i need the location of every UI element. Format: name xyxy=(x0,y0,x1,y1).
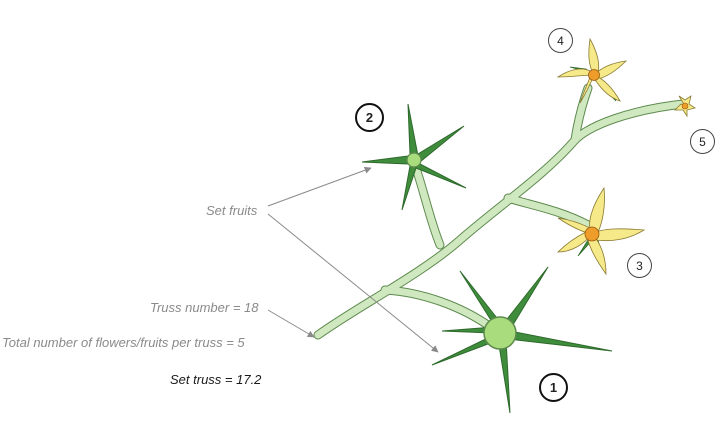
label-set-truss: Set truss = 17.2 xyxy=(170,372,262,387)
fruit-body-2 xyxy=(406,152,422,168)
set-fruit-2 xyxy=(361,103,467,211)
flower-bud-5 xyxy=(674,95,696,118)
flower-4 xyxy=(556,37,628,104)
marker-5: 5 xyxy=(690,129,715,154)
sepals-1 xyxy=(431,266,613,414)
arrow-set-fruits-to-fruit-1 xyxy=(267,213,439,353)
flower-4-petals xyxy=(556,37,628,104)
fruit-body-1 xyxy=(483,316,517,350)
marker-1: 1 xyxy=(539,373,568,402)
marker-2: 2 xyxy=(355,103,384,132)
flower-3-petals xyxy=(557,186,646,276)
label-truss-number: Truss number = 18 xyxy=(150,300,259,315)
label-total-flowers: Total number of flowers/fruits per truss… xyxy=(2,335,245,350)
set-fruit-1 xyxy=(431,266,613,414)
label-set-fruits: Set fruits xyxy=(206,203,258,218)
marker-4: 4 xyxy=(548,28,573,53)
flower-3-center xyxy=(584,226,600,242)
truss-stem xyxy=(313,83,688,340)
flower-4-center xyxy=(588,69,600,81)
arrow-set-fruits-to-fruit-2 xyxy=(267,166,372,207)
arrow-truss-to-stem xyxy=(267,309,315,338)
annotation-arrows xyxy=(267,166,439,353)
flower-bud-5-center xyxy=(681,102,689,110)
marker-3: 3 xyxy=(627,253,652,278)
flower-3 xyxy=(557,186,646,276)
